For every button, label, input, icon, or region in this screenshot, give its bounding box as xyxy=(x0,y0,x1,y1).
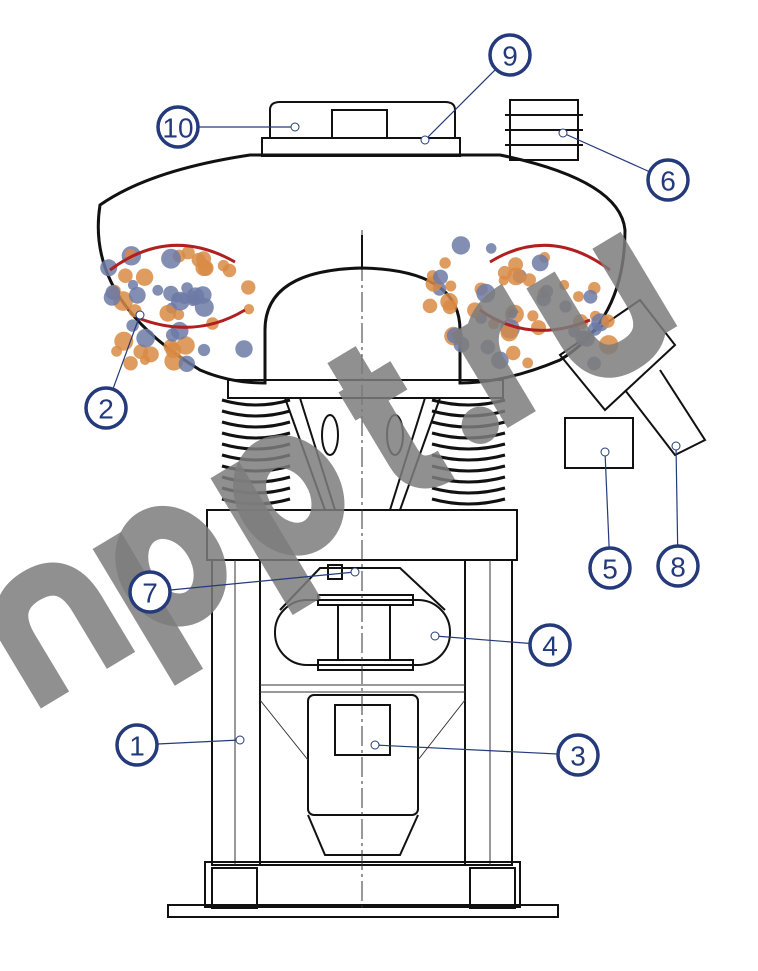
particle xyxy=(100,259,118,277)
particle xyxy=(451,236,471,255)
callout-circle xyxy=(84,386,128,430)
particle xyxy=(573,291,584,302)
flow-arrow-icon xyxy=(489,243,611,272)
callout-number: 4 xyxy=(542,631,558,662)
particle xyxy=(176,336,195,355)
callout-9: 9 xyxy=(420,33,532,145)
particle xyxy=(439,257,451,269)
leader-dot-icon xyxy=(420,135,430,145)
flow-arrow-icon xyxy=(137,308,246,329)
particle xyxy=(164,351,184,371)
callout-number: 8 xyxy=(670,552,686,583)
particle xyxy=(601,314,615,328)
particle xyxy=(126,319,139,332)
callout-1: 1 xyxy=(115,723,245,767)
callout-circle xyxy=(528,623,572,667)
callout-6: 6 xyxy=(558,128,690,202)
callout-circle xyxy=(646,158,690,202)
particle xyxy=(135,268,154,286)
callout-circle xyxy=(115,723,159,767)
callout-3: 3 xyxy=(370,733,600,777)
leader-line xyxy=(374,744,579,756)
particle xyxy=(159,304,177,322)
leader-dot-icon xyxy=(558,128,568,138)
particle xyxy=(506,345,521,361)
particle xyxy=(243,304,255,315)
particle xyxy=(498,275,509,286)
callout-number: 7 xyxy=(142,578,158,609)
particle xyxy=(142,346,159,363)
particle xyxy=(445,280,457,292)
leader-dot-icon xyxy=(135,310,145,320)
particle xyxy=(111,345,122,357)
particle xyxy=(422,298,438,314)
callout-circle xyxy=(588,546,632,590)
particle xyxy=(583,289,598,304)
particle xyxy=(531,320,546,336)
particle xyxy=(170,321,189,340)
callout-number: 6 xyxy=(660,166,676,197)
callout-5: 5 xyxy=(588,447,632,590)
particle xyxy=(118,268,133,284)
leader-dot-icon xyxy=(290,122,300,132)
callout-number: 5 xyxy=(602,554,618,585)
particle xyxy=(500,323,519,342)
particle xyxy=(235,340,253,358)
callout-number: 2 xyxy=(98,394,114,425)
callout-4: 4 xyxy=(430,623,572,667)
particle xyxy=(433,269,448,285)
leader-dot-icon xyxy=(350,567,360,577)
particle xyxy=(522,273,536,287)
particle xyxy=(531,254,549,272)
particle xyxy=(222,263,237,278)
flow-arrow-icon xyxy=(109,243,236,272)
callout-number: 3 xyxy=(570,741,586,772)
callout-circle xyxy=(488,33,532,77)
particle xyxy=(128,286,146,304)
particle xyxy=(105,285,121,300)
particle xyxy=(152,284,164,296)
particle xyxy=(522,357,534,369)
leader-line xyxy=(149,571,356,593)
particle xyxy=(136,328,155,348)
particle xyxy=(527,310,539,322)
callout-10: 10 xyxy=(156,105,300,149)
leader-dot-icon xyxy=(600,447,610,457)
particle xyxy=(197,343,211,357)
particle xyxy=(485,243,497,254)
leader-dot-icon xyxy=(671,441,681,451)
particle xyxy=(241,280,256,295)
particle xyxy=(440,292,458,311)
callout-number: 10 xyxy=(162,113,193,144)
callout-2: 2 xyxy=(84,310,145,430)
leader-dot-icon xyxy=(370,740,380,750)
particle xyxy=(194,286,212,304)
callout-7: 7 xyxy=(128,567,360,614)
particle xyxy=(507,267,525,286)
particle xyxy=(127,279,139,291)
leader-dot-icon xyxy=(235,735,245,745)
callout-circle xyxy=(556,733,600,777)
callout-8: 8 xyxy=(656,441,700,588)
leader-dot-icon xyxy=(430,631,440,641)
callouts: 1 2 3 4 5 6 7 8 9 10 xyxy=(84,33,700,777)
callout-circle xyxy=(656,544,700,588)
particle xyxy=(123,356,138,371)
callout-number: 1 xyxy=(129,731,145,762)
particle xyxy=(170,291,190,311)
callout-number: 9 xyxy=(502,41,518,72)
watermark-logo xyxy=(0,231,678,709)
particle xyxy=(178,355,195,372)
particle xyxy=(161,248,181,269)
callout-circle xyxy=(128,570,172,614)
particle xyxy=(195,259,213,277)
callout-circle xyxy=(156,105,200,149)
